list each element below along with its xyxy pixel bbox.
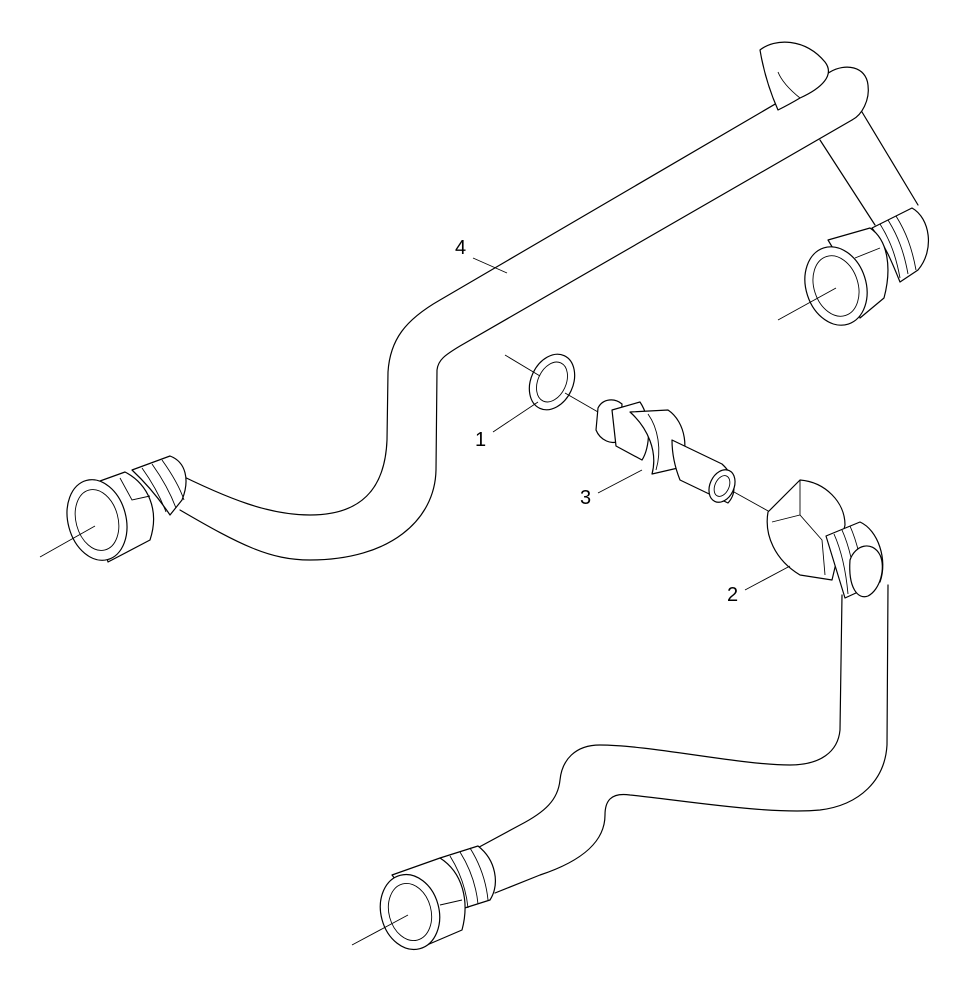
callout-1: 1 [475,429,486,451]
tube-upper [39,41,930,563]
callout-2: 2 [727,584,738,606]
callout-4: 4 [455,237,466,259]
leader-2 [744,565,791,591]
leader-3 [597,469,643,494]
union-fitting [595,399,771,513]
callout-3: 3 [580,487,591,509]
callout-leaders [472,257,791,591]
leader-1 [492,401,539,433]
leader-4 [472,257,508,274]
tube-lower [351,584,889,951]
elbow-nut [766,479,884,599]
sealing-ring [504,353,599,413]
